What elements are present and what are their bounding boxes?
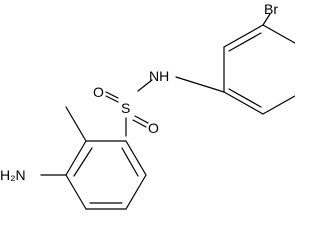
nitrogen-label: NH bbox=[149, 68, 169, 84]
bromine-label: Br bbox=[264, 1, 278, 17]
bond bbox=[105, 95, 119, 103]
sulfur-label: S bbox=[121, 100, 130, 116]
bond bbox=[223, 24, 264, 48]
double-bond-inner bbox=[121, 147, 139, 177]
bond bbox=[125, 140, 147, 176]
bond bbox=[132, 119, 147, 128]
oxygen-top-label: O bbox=[93, 84, 104, 100]
bond bbox=[262, 95, 295, 115]
bond bbox=[175, 76, 225, 93]
bromophenyl-ring bbox=[223, 24, 295, 115]
oxygen-bottom-label: O bbox=[148, 120, 159, 136]
bond bbox=[125, 174, 147, 210]
double-bond-inner bbox=[228, 32, 262, 52]
bond bbox=[65, 140, 87, 176]
bond bbox=[134, 115, 149, 124]
double-bond-inner bbox=[73, 147, 93, 177]
amine-label: H₂N bbox=[0, 167, 26, 183]
bond bbox=[262, 13, 271, 26]
methyl-bond bbox=[65, 106, 87, 142]
bond bbox=[262, 24, 295, 44]
bond bbox=[65, 174, 87, 210]
bond bbox=[137, 79, 153, 92]
aminotoluene-ring bbox=[65, 140, 147, 210]
bond bbox=[105, 91, 119, 99]
double-bond-inner bbox=[228, 88, 262, 108]
bond bbox=[223, 91, 264, 115]
chemical-structure: Br NH O S O H₂N bbox=[0, 1, 295, 210]
